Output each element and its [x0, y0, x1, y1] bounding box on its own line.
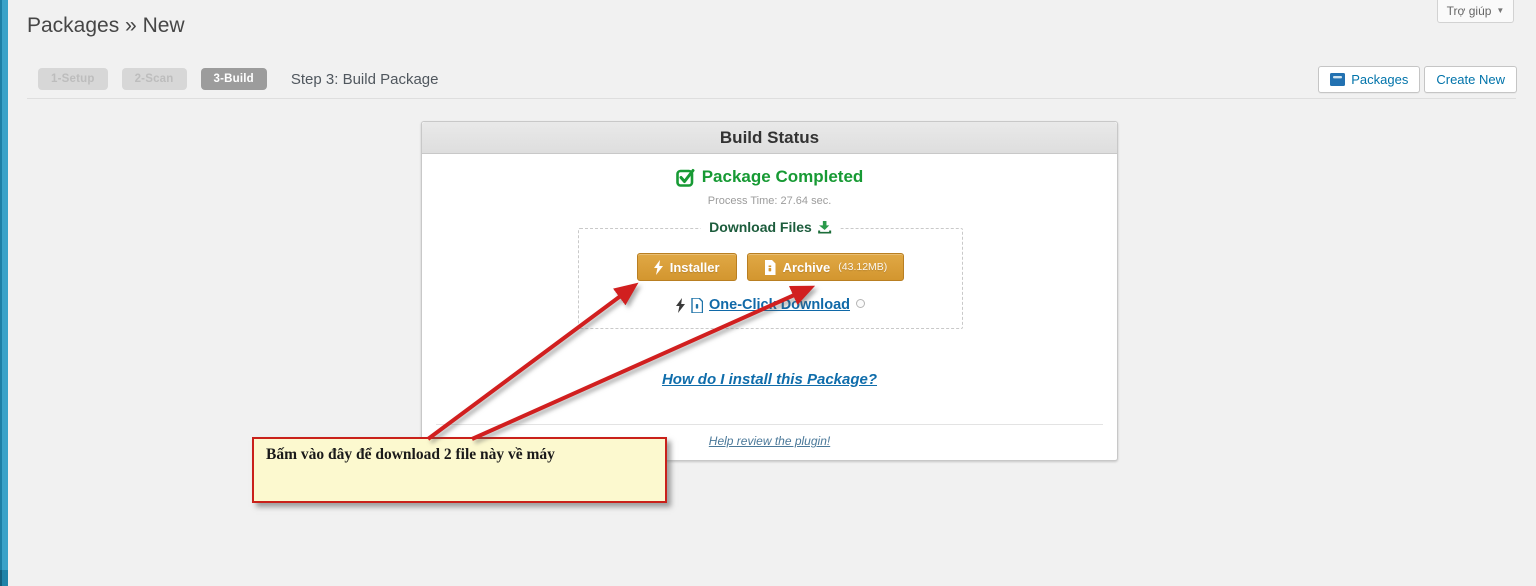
lightning-icon	[676, 297, 685, 313]
step-text: Step 3: Build Package	[290, 70, 439, 88]
one-click-download-link[interactable]: One-Click Download	[709, 297, 850, 313]
archive-box-icon	[1330, 73, 1346, 86]
top-actions: Packages Create New	[1318, 66, 1517, 93]
help-circle-icon[interactable]	[856, 299, 865, 308]
create-new-button-label: Create New	[1436, 72, 1505, 87]
packages-button[interactable]: Packages	[1318, 66, 1421, 93]
panel-header: Build Status	[422, 122, 1117, 154]
create-new-button[interactable]: Create New	[1424, 66, 1517, 93]
download-files-label: Download Files	[709, 219, 812, 235]
status-completed-label: Package Completed	[701, 167, 864, 186]
one-click-row: One-Click Download	[579, 297, 962, 313]
download-buttons-row: Installer Archive (43.12MB)	[579, 253, 962, 281]
download-files-box: Download Files Installer Archive (43.12M…	[578, 219, 963, 329]
admin-sidebar-strip[interactable]	[0, 0, 8, 586]
help-tab-label: Trợ giúp	[1446, 4, 1492, 18]
step-toolbar: 1-Setup 2-Scan 3-Build Step 3: Build Pac…	[38, 68, 438, 90]
step-pill-setup: 1-Setup	[38, 68, 108, 90]
download-icon	[818, 220, 832, 234]
build-status-panel: Build Status Package Completed Process T…	[421, 121, 1118, 461]
packages-button-label: Packages	[1351, 72, 1409, 87]
review-plugin-link[interactable]: Help review the plugin!	[708, 434, 831, 448]
panel-divider	[436, 424, 1103, 425]
help-tab[interactable]: Trợ giúp ▼	[1437, 0, 1514, 23]
how-to-install-link[interactable]: How do I install this Package?	[661, 371, 878, 388]
archive-button-label: Archive	[782, 259, 831, 275]
installer-button-label: Installer	[669, 259, 720, 275]
panel-title: Build Status	[719, 127, 820, 147]
file-icon	[691, 297, 703, 313]
annotation-text: Bấm vào đây để download 2 file này về má…	[266, 446, 555, 463]
archive-download-button[interactable]: Archive (43.12MB)	[746, 253, 905, 281]
file-archive-icon	[764, 259, 776, 275]
step-pill-scan: 2-Scan	[121, 68, 187, 90]
chevron-down-icon: ▼	[1496, 6, 1505, 15]
toolbar-divider	[27, 98, 1516, 99]
checkbox-checked-icon	[675, 168, 695, 187]
annotation-callout: Bấm vào đây để download 2 file này về má…	[252, 437, 667, 503]
collapse-menu-button[interactable]	[0, 570, 8, 586]
status-block: Package Completed Process Time: 27.64 se…	[422, 167, 1117, 207]
process-time: Process Time: 27.64 sec.	[707, 194, 832, 207]
download-files-legend: Download Files	[700, 219, 841, 235]
archive-size: (43.12MB)	[838, 261, 888, 273]
installer-download-button[interactable]: Installer	[636, 253, 737, 281]
lightning-icon	[653, 259, 663, 275]
step-pill-build: 3-Build	[200, 68, 267, 90]
page-title: Packages » New	[27, 14, 185, 37]
